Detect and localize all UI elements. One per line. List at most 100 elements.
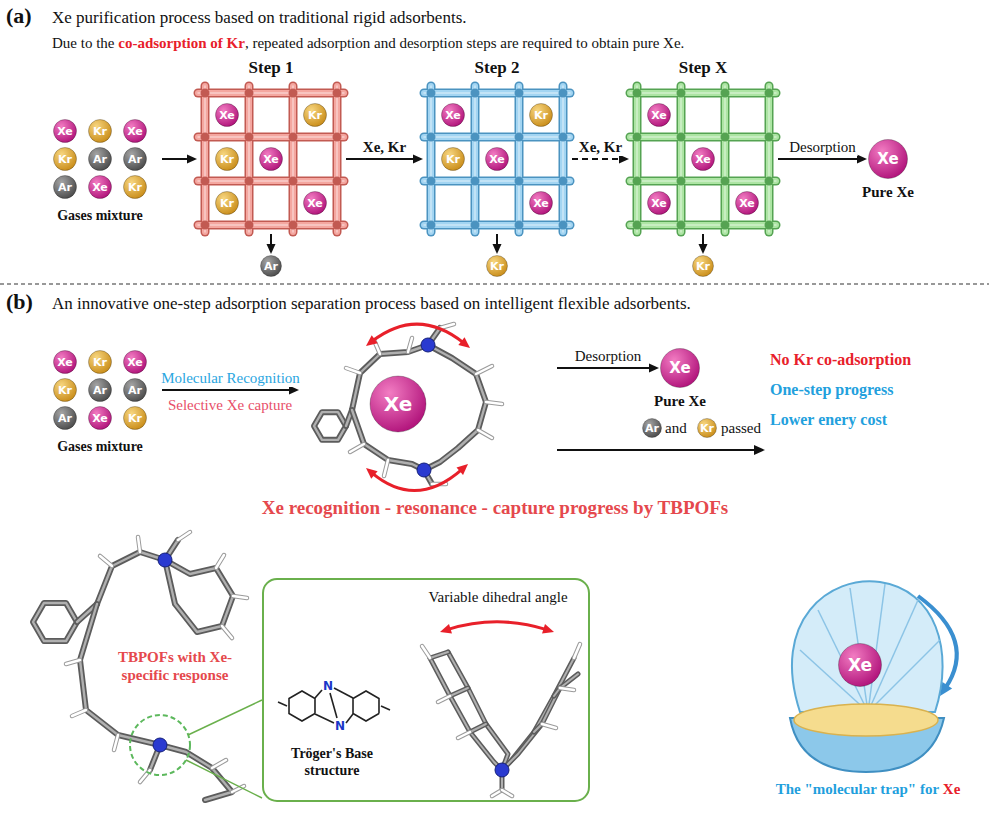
atom-sphere	[124, 379, 147, 402]
bond-highlight	[450, 688, 468, 696]
atom-sphere	[216, 104, 239, 127]
gas-atom: Kr	[692, 255, 714, 277]
arrow-line	[557, 449, 756, 451]
arrow-head	[458, 337, 470, 348]
framework-bar	[424, 180, 570, 182]
annotation-text: Xe	[943, 780, 961, 798]
bond-highlight	[165, 560, 233, 632]
hydrogen-stick	[502, 790, 512, 796]
hydrogen-stick	[542, 724, 556, 728]
framework-joint	[559, 221, 568, 230]
node-text: Ar	[88, 378, 112, 402]
framework-bar	[245, 86, 254, 232]
gas-atom: Kr	[53, 147, 77, 171]
framework-bar	[722, 86, 728, 232]
framework-bar	[560, 86, 566, 232]
framework-bar	[630, 178, 776, 184]
hydrogen-stick	[66, 660, 80, 664]
gas-atom: Xe	[735, 191, 759, 215]
node-text: Kr	[215, 147, 239, 171]
node-text: Xe	[123, 119, 147, 143]
node-text: Step 2	[404, 58, 590, 78]
annotation-text: Selective Xe capture	[168, 396, 292, 414]
node-text: Ar	[642, 418, 662, 438]
atom-sphere	[530, 192, 553, 215]
hydrogen-stick	[114, 735, 118, 750]
hydrogen-stick	[476, 366, 492, 374]
atom-sphere	[124, 148, 147, 171]
framework-joint	[289, 177, 298, 186]
bond-stick	[470, 724, 486, 732]
atom-sphere	[648, 192, 671, 215]
framework-bar	[198, 90, 344, 96]
atom-sphere	[54, 176, 77, 199]
framework-bar	[204, 86, 206, 232]
node-text: Ar	[123, 378, 147, 402]
hydrogen-stick	[542, 724, 556, 728]
framework-grid: Step XXeXeXeXe	[630, 86, 776, 232]
gas-atom: Xe	[259, 147, 283, 171]
hydrogen-stick	[72, 710, 86, 716]
framework-bar	[677, 86, 686, 232]
gas-mixture: Gases mixtureXeKrXeKrArArArXeKr	[40, 115, 160, 225]
framework-joint	[427, 133, 436, 142]
skeletal-structure	[278, 688, 390, 723]
atom-sphere	[736, 192, 759, 215]
annotation-text: One-step progress	[770, 380, 893, 399]
framework-bar	[721, 86, 730, 232]
annotation-text: (a)	[6, 3, 32, 29]
atom-sphere	[370, 376, 426, 432]
gas-atom: Ar	[642, 418, 662, 438]
hydrogen-stick	[178, 532, 190, 540]
framework-bar	[630, 180, 776, 182]
host-cage: Xe	[300, 318, 555, 490]
framework-bar	[630, 224, 776, 226]
framework-joint	[427, 89, 436, 98]
framework-joint	[765, 133, 774, 142]
atom-sphere	[216, 148, 239, 171]
hydrogen-stick	[502, 790, 512, 796]
edge-label: Xe, Kr	[361, 138, 408, 156]
hydrogen-stick	[486, 402, 502, 404]
hydrogen-stick	[476, 366, 492, 374]
annotation-text: The "molecular trap" for	[776, 780, 939, 798]
framework-bar	[630, 90, 776, 96]
text-line: Due to theco-adsorption of Kr, repeated …	[52, 34, 684, 52]
gas-atom: Kr	[53, 378, 77, 402]
framework-bar	[424, 221, 570, 230]
atom-sphere	[692, 148, 715, 171]
node-caption: Pure Xe	[828, 183, 948, 201]
framework-joint	[245, 89, 254, 98]
node-text: Step X	[610, 58, 796, 78]
highlight-circle	[130, 715, 190, 775]
hydrogen-stick	[350, 444, 364, 452]
hydrogen-stick	[100, 556, 112, 566]
framework-joint	[471, 89, 480, 98]
gas-atom: Xe	[53, 119, 77, 143]
node-text: Kr	[88, 119, 112, 143]
structure-line	[346, 714, 353, 723]
atom-sphere	[869, 140, 908, 179]
framework-joint	[515, 221, 524, 230]
atom-sphere	[54, 407, 77, 430]
atom-sphere	[216, 192, 239, 215]
node-caption: Tröger's Base structure	[272, 746, 392, 780]
framework-joint	[559, 133, 568, 142]
flow-arrow	[162, 155, 197, 164]
framework-joint	[721, 177, 730, 186]
node-text: Ar	[260, 255, 282, 277]
framework-joint	[677, 89, 686, 98]
gas-atom: Kr	[123, 175, 147, 199]
annotation-text: An innovative one-step adsorption separa…	[52, 294, 691, 314]
gas-atom: Xe	[53, 350, 77, 374]
framework-bar	[428, 86, 434, 232]
hydrogen-stick	[138, 537, 140, 552]
framework-joint	[633, 221, 642, 230]
framework-bar	[630, 134, 776, 140]
annotation-text: Xe purification process based on traditi…	[52, 8, 467, 28]
annotation-text: and	[665, 419, 687, 437]
structure-line	[353, 691, 379, 721]
bond-highlight	[430, 652, 448, 658]
node-text: Xe	[53, 350, 77, 374]
